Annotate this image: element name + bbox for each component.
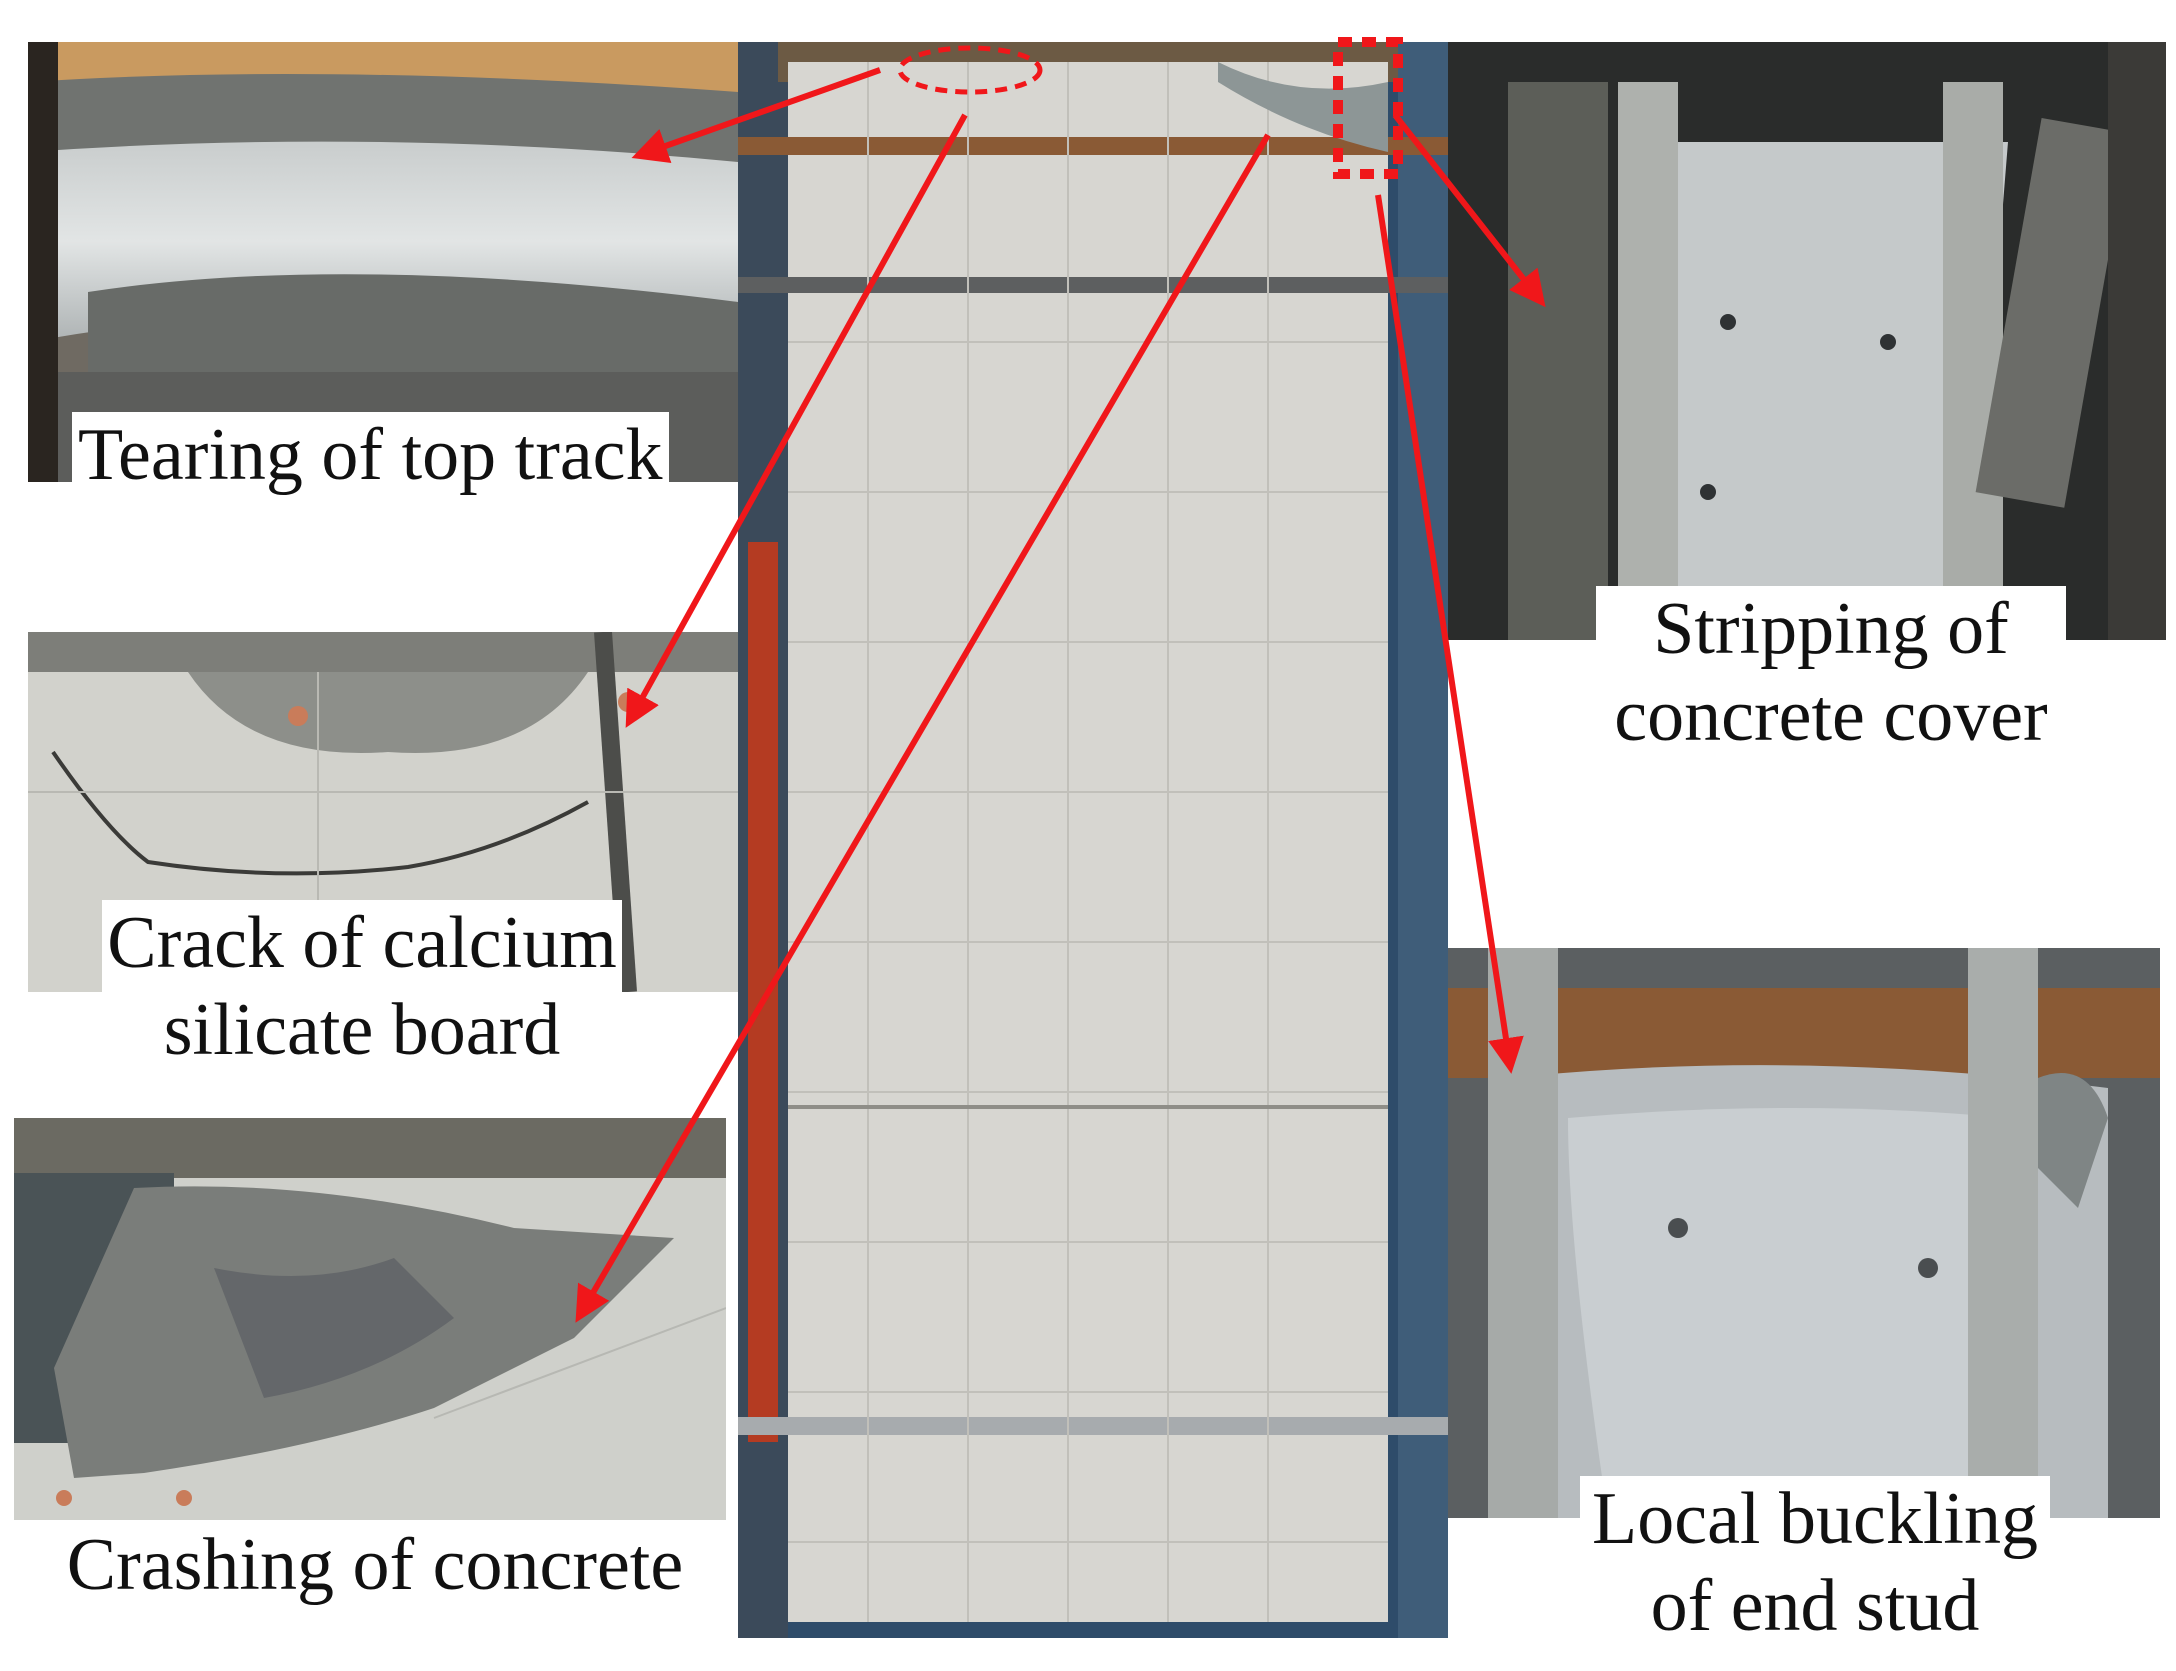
caption-top-track: Tearing of top track: [72, 412, 669, 500]
caption-line: concrete cover: [1614, 675, 2048, 758]
caption-line: Tearing of top track: [78, 414, 663, 496]
photo-end-stud: [1448, 948, 2160, 1518]
caption-line: Crashing of concrete: [66, 1524, 684, 1606]
caption-line: silicate board: [163, 989, 561, 1072]
photo-concrete-cover: [1448, 42, 2166, 640]
caption-line: of end stud: [1650, 1565, 1980, 1648]
caption-end-stud: Local buckling of end stud: [1580, 1476, 2050, 1651]
caption-calcium-board: Crack of calcium silicate board: [102, 900, 622, 1075]
photo-concrete-crash: [14, 1118, 726, 1520]
caption-line: Stripping of: [1653, 588, 2009, 670]
photo-wall-specimen: [738, 42, 1448, 1638]
caption-concrete-crash: Crashing of concrete: [30, 1522, 720, 1610]
caption-concrete-cover: Stripping of concrete cover: [1596, 586, 2066, 761]
caption-line: Crack of calcium: [107, 902, 617, 984]
caption-line: Local buckling: [1592, 1478, 2038, 1560]
